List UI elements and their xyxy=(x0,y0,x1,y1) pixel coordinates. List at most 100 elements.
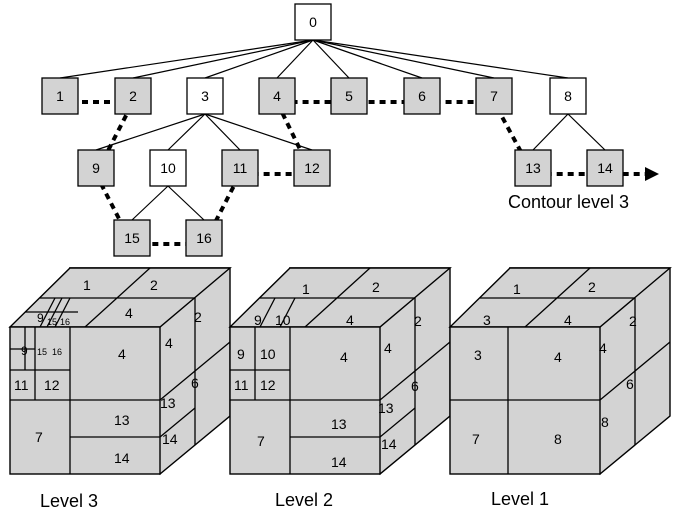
tree-edge xyxy=(312,39,350,79)
cube-caption: Level 2 xyxy=(275,490,333,510)
tree-node-box xyxy=(258,77,296,115)
tree-node-box xyxy=(113,219,151,257)
svg-text:9: 9 xyxy=(254,312,262,328)
svg-text:7: 7 xyxy=(257,433,265,449)
tree-node-label: 3 xyxy=(201,88,209,104)
svg-text:15: 15 xyxy=(47,317,57,327)
tree-node-box xyxy=(77,149,115,187)
tree-node-label: 6 xyxy=(418,88,426,104)
tree-node-box xyxy=(330,77,368,115)
tree-edge xyxy=(276,39,314,79)
tree-edges xyxy=(59,39,606,221)
svg-text:4: 4 xyxy=(384,340,392,356)
svg-text:2: 2 xyxy=(150,277,158,293)
tree-edge xyxy=(567,113,606,151)
svg-text:13: 13 xyxy=(378,400,394,416)
tree-node-box xyxy=(475,77,513,115)
tree-node: 2 xyxy=(114,77,152,115)
svg-text:14: 14 xyxy=(331,454,347,470)
tree-node-box xyxy=(294,3,332,41)
svg-text:2: 2 xyxy=(194,309,202,325)
tree-node-label: 13 xyxy=(525,160,541,176)
tree-edge xyxy=(59,39,314,79)
tree-node: 0 xyxy=(294,3,332,41)
cube-labels: 1 2 9 15 16 4 2 4 6 13 14 9 15 16 4 11 1… xyxy=(14,277,202,466)
tree-node-label: 5 xyxy=(345,88,353,104)
tree-node: 13 xyxy=(514,149,552,187)
tree-node-box xyxy=(186,77,224,115)
tree-edge xyxy=(167,113,206,151)
svg-text:9: 9 xyxy=(37,311,44,325)
svg-text:2: 2 xyxy=(414,313,422,329)
tree-node: 14 xyxy=(586,149,624,187)
svg-text:4: 4 xyxy=(554,349,562,365)
tree-node: 4 xyxy=(258,77,296,115)
tree-node: 7 xyxy=(475,77,513,115)
tree-node: 10 xyxy=(149,149,187,187)
svg-text:3: 3 xyxy=(474,347,482,363)
tree-node-box xyxy=(586,149,624,187)
cube-labels: 1 2 3 4 2 4 6 8 3 4 7 8 xyxy=(472,279,637,447)
tree-edge xyxy=(532,113,569,151)
tree-edge xyxy=(204,39,314,79)
tree-node-label: 4 xyxy=(273,88,281,104)
tree-edge xyxy=(312,39,423,79)
cube-labels: 1 2 9 10 4 2 4 6 13 14 9 10 4 11 12 13 7… xyxy=(234,279,422,470)
svg-text:15: 15 xyxy=(37,347,47,357)
svg-text:4: 4 xyxy=(599,340,607,356)
svg-text:4: 4 xyxy=(564,312,572,328)
tree-node-box xyxy=(293,149,331,187)
svg-text:4: 4 xyxy=(165,335,173,351)
tree-node-box xyxy=(185,219,223,257)
svg-text:16: 16 xyxy=(60,317,70,327)
svg-text:13: 13 xyxy=(160,395,176,411)
tree-node: 1 xyxy=(41,77,79,115)
svg-text:14: 14 xyxy=(114,450,130,466)
tree-edge xyxy=(312,39,495,79)
tree-node: 3 xyxy=(186,77,224,115)
tree-edge xyxy=(312,39,569,79)
svg-text:13: 13 xyxy=(331,416,347,432)
tree-edge xyxy=(204,113,241,151)
tree-node-box xyxy=(41,77,79,115)
svg-text:2: 2 xyxy=(588,279,596,295)
svg-text:12: 12 xyxy=(260,377,276,393)
tree-node: 11 xyxy=(221,149,259,187)
svg-text:4: 4 xyxy=(125,305,133,321)
svg-text:4: 4 xyxy=(340,349,348,365)
cube-level-2: 1 2 9 10 4 2 4 6 13 14 9 10 4 11 12 13 7… xyxy=(228,267,452,510)
svg-text:8: 8 xyxy=(554,431,562,447)
tree-node-label: 10 xyxy=(160,160,176,176)
svg-text:13: 13 xyxy=(114,412,130,428)
svg-text:10: 10 xyxy=(275,312,291,328)
tree-node: 9 xyxy=(77,149,115,187)
contour-label: Contour level 3 xyxy=(508,192,629,212)
tree-node: 5 xyxy=(330,77,368,115)
tree-node-label: 8 xyxy=(564,88,572,104)
svg-text:14: 14 xyxy=(381,436,397,452)
tree-node-box xyxy=(549,77,587,115)
cube-caption: Level 3 xyxy=(40,491,98,511)
tree-node-label: 14 xyxy=(597,160,613,176)
svg-text:9: 9 xyxy=(21,344,28,358)
tree-node: 6 xyxy=(403,77,441,115)
tree-node-label: 7 xyxy=(490,88,498,104)
tree-node-label: 15 xyxy=(124,230,140,246)
svg-text:1: 1 xyxy=(513,281,521,297)
cube-level-1: 1 2 3 4 2 4 6 8 3 4 7 8 Level 1 xyxy=(448,267,672,509)
svg-text:10: 10 xyxy=(260,346,276,362)
tree-node: 15 xyxy=(113,219,151,257)
tree-node-label: 1 xyxy=(56,88,64,104)
tree-node-label: 11 xyxy=(233,160,248,176)
tree-node-box xyxy=(403,77,441,115)
contour-arrow-head xyxy=(645,167,659,181)
svg-text:7: 7 xyxy=(472,431,480,447)
svg-text:6: 6 xyxy=(411,378,419,394)
svg-text:4: 4 xyxy=(346,312,354,328)
svg-text:9: 9 xyxy=(237,346,245,362)
svg-text:2: 2 xyxy=(372,279,380,295)
svg-text:4: 4 xyxy=(118,346,126,362)
